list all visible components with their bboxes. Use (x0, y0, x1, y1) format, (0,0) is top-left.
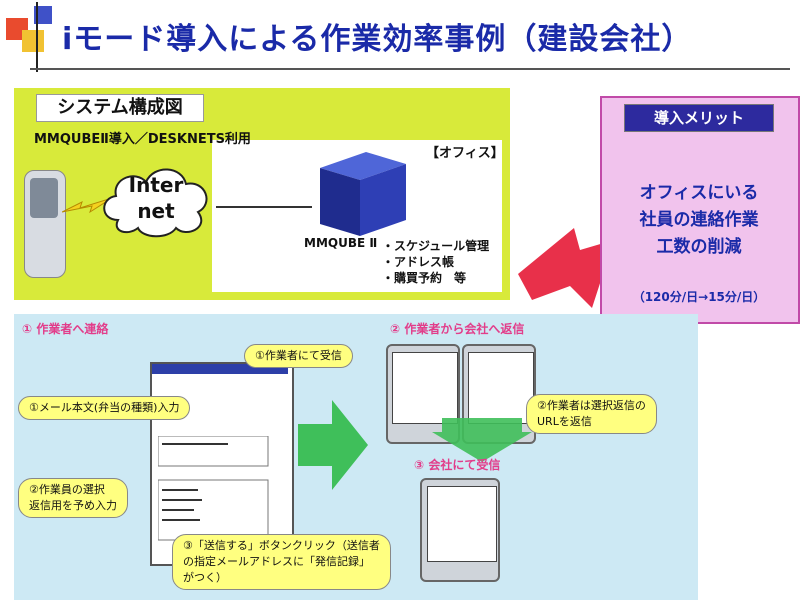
step-1-label: ① 作業者へ連絡 (22, 322, 109, 336)
title-underline (30, 68, 790, 70)
lightning-icon (62, 198, 112, 214)
internet-cloud-label: Inter net (128, 173, 184, 223)
internet-cloud-icon (103, 168, 208, 238)
logo-divider-vertical (36, 2, 38, 72)
green-arrow-down-icon (432, 418, 532, 462)
callout-send-button: ③「送信する」ボタンクリック（送信者 の指定メールアドレスに「発信記録」 がつく… (172, 534, 391, 590)
page-title: iモード導入による作業効率事例（建設会社） (62, 22, 693, 57)
server-name: MMQUBE Ⅱ (304, 236, 378, 250)
mail-window-titlebar (152, 364, 288, 374)
mobile-phone-screen (30, 178, 58, 218)
server-feature-list: ・スケジュール管理 ・アドレス帳 ・購買予約 等 (382, 238, 489, 286)
red-arrow-icon (518, 228, 614, 308)
logo-square-yellow (22, 30, 44, 52)
mobile-phone-screen (468, 352, 534, 424)
merit-note: （120分/日→15分/日） (632, 290, 766, 304)
feature-item: ・アドレス帳 (382, 255, 455, 269)
logo-square-blue (34, 6, 52, 24)
mobile-phone-screen (427, 486, 497, 562)
step-2-label: ② 作業者から会社へ返信 (390, 322, 525, 336)
callout-worker-receive: ①作業者にて受信 (244, 344, 353, 368)
feature-item: ・購買予約 等 (382, 271, 467, 285)
server-cube-icon (320, 152, 406, 236)
green-arrow-right-icon (298, 400, 368, 490)
merit-heading: 導入メリット (624, 104, 774, 132)
system-subtitle: MMQUBEⅡ導入／DESKNETS利用 (34, 132, 251, 147)
office-tag: 【オフィス】 (426, 146, 504, 161)
step-3-label: ③ 会社にて受信 (414, 458, 501, 472)
callout-worker-select: ②作業員の選択 返信用を予め入力 (18, 478, 128, 518)
mobile-phone-screen (392, 352, 458, 424)
callout-worker-reply: ②作業者は選択返信の URLを返信 (526, 394, 657, 434)
callout-mail-body: ①メール本文(弁当の種類)入力 (18, 396, 191, 420)
connection-line (216, 206, 312, 208)
feature-item: ・スケジュール管理 (382, 239, 490, 253)
merit-text: オフィスにいる 社員の連絡作業 工数の削減 (639, 183, 759, 257)
merit-box (600, 96, 800, 324)
mobile-phone-icon (24, 170, 66, 278)
system-label: システム構成図 (36, 94, 204, 122)
mail-window-form (158, 436, 269, 541)
